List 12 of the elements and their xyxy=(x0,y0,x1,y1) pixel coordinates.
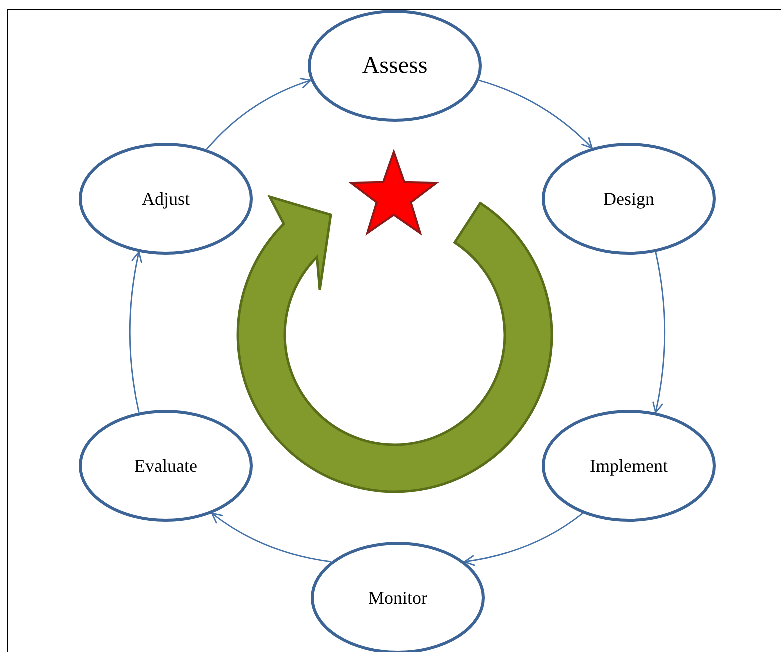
node-label: Implement xyxy=(590,456,668,476)
arrow xyxy=(464,512,584,566)
node-label: Adjust xyxy=(142,188,190,210)
arrow xyxy=(206,78,312,150)
arrow xyxy=(478,80,593,149)
node-label: Assess xyxy=(362,52,428,80)
node-label: Design xyxy=(604,188,654,210)
arrow xyxy=(652,252,666,414)
node-label: Monitor xyxy=(368,588,428,608)
arrow xyxy=(211,512,332,563)
node-label: Evaluate xyxy=(134,456,198,476)
arrow xyxy=(129,252,143,413)
